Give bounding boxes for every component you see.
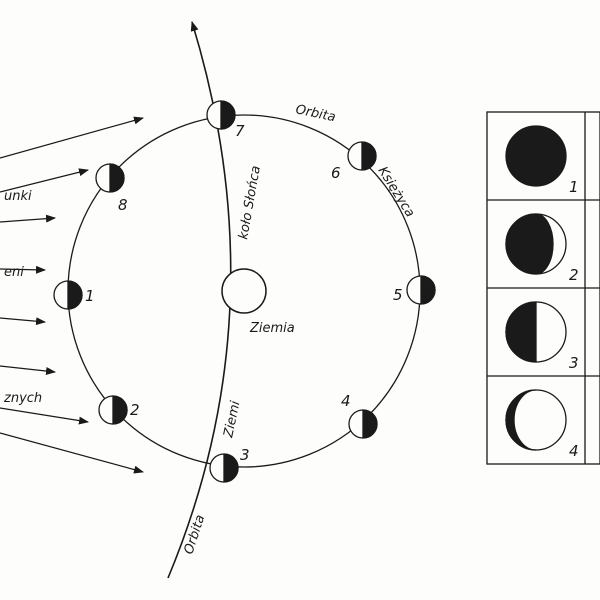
phase-cell-3 [505,301,567,363]
sunlight-arrows [0,116,144,474]
label-kolo-slonca: koło Słońca [236,165,264,241]
label-left-1: unki [4,189,32,204]
label-ksiezyca: Księżyca [375,164,418,220]
moon-markers [53,100,436,483]
phase-table [486,111,600,465]
earth [221,268,267,314]
sunlight-arrow [0,168,89,193]
sunlight-arrow [0,365,56,376]
position-number-8: 8 [118,196,128,214]
phase-number-3: 3 [569,354,579,372]
sunlight-arrow [0,317,46,326]
label-ziemia: Ziemia [249,321,295,336]
phase-number-4: 4 [569,442,579,460]
moon-position-2 [98,395,128,425]
moon-position-4 [348,409,378,439]
position-number-4: 4 [341,392,351,410]
position-number-2: 2 [130,401,140,419]
position-number-7: 7 [235,122,245,140]
position-number-5: 5 [393,286,403,304]
phase-cell-1 [505,125,567,187]
moon-position-5 [406,275,436,305]
moon-position-3 [209,453,239,483]
position-number-3: 3 [240,446,250,464]
position-number-6: 6 [331,164,341,182]
sunlight-arrow [0,265,46,274]
label-left-3: znych [3,391,42,406]
moon-position-8 [95,163,125,193]
sunlight-arrow [0,432,144,474]
moon-position-6 [347,141,377,171]
moon-position-7 [206,100,236,130]
label-orbita-top: Orbita [294,102,337,125]
phase-cell-2 [505,213,567,275]
position-number-1: 1 [85,287,95,305]
phase-number-2: 2 [569,266,579,284]
label-left-2: eni [4,265,24,280]
phase-number-1: 1 [569,178,579,196]
moon-position-1 [53,280,83,310]
phase-cell-4 [505,389,567,451]
label-ziemi: Ziemi [221,399,244,439]
sunlight-arrow [0,407,89,425]
sunlight-arrow [0,214,56,223]
sunlight-arrow [0,116,144,159]
